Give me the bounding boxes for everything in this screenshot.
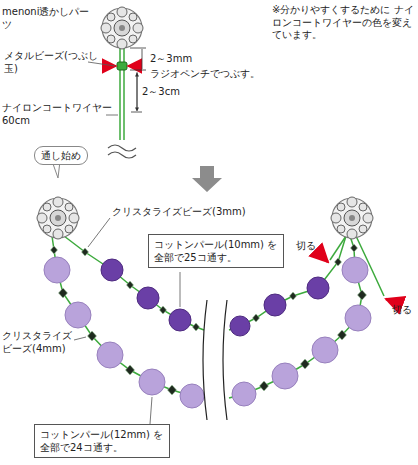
label: ※分かりやすくするために ナイロンコートワイヤーの色を変えています。: [272, 4, 414, 42]
top-detail: [88, 7, 146, 158]
label: 2～3mm: [150, 53, 210, 66]
label: メタルビーズ(つぶし玉): [4, 50, 104, 75]
node-text: コットンパール(10mm) を全部で25コ通す。: [154, 238, 278, 264]
label: ナイロンコートワイヤー 60cm: [2, 102, 114, 127]
label: クリスタライズ ビーズ(4mm): [2, 330, 74, 355]
label: クリスタライズビーズ(3mm): [112, 206, 272, 219]
break-mark: [203, 300, 227, 420]
label: 切る: [296, 240, 320, 253]
label: 切る: [392, 304, 416, 317]
label: 2～3cm: [142, 86, 202, 99]
cotton-pearl-10mm: [101, 259, 329, 336]
necklace-wire: [52, 236, 384, 398]
note-box: コットンパール(10mm) を全部で25コ通す。: [148, 234, 284, 268]
callout-bubble: 通し始め: [34, 146, 88, 165]
down-arrow: [192, 166, 222, 192]
cotton-pearl-12mm: [44, 257, 371, 408]
node-text: コットンパール(12mm) を全部で24コ通す。: [40, 428, 164, 454]
note-box: コットンパール(12mm) を全部で24コ通す。: [34, 424, 170, 458]
node-text: 通し始め: [41, 149, 81, 162]
label: ラジオペンチでつぶす。: [150, 68, 270, 81]
label: menoni透かしパーツ: [2, 6, 98, 31]
